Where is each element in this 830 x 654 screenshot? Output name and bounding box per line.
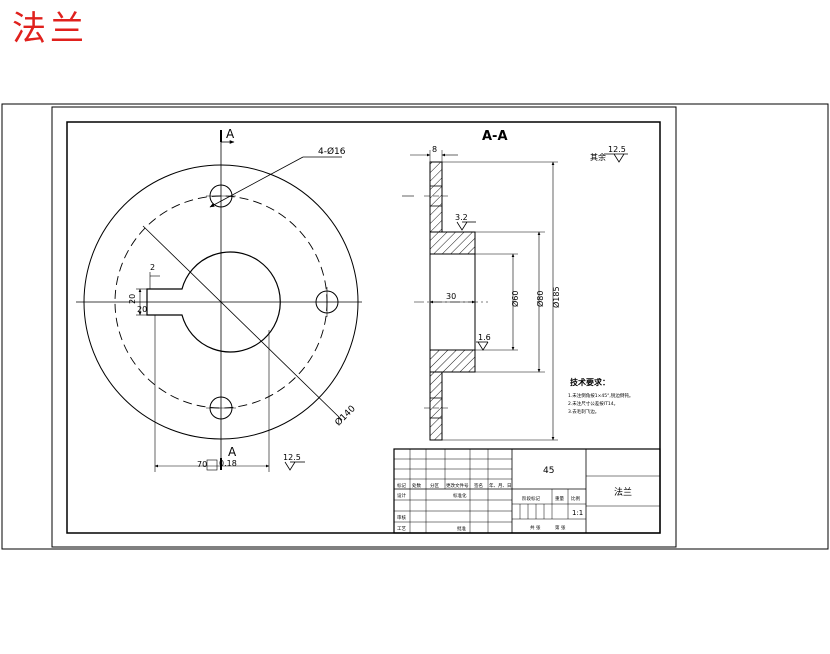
tb-scale-label: 比例 — [571, 495, 580, 502]
title-block — [393, 448, 661, 534]
roughness-other-label: 其余 — [590, 152, 606, 162]
tech-req-item-1: 1.未注倒角按1×45°,锐边倒钝。 — [568, 392, 633, 399]
tb-sheet-no: 第 张 — [555, 524, 566, 531]
flange-section-upper — [429, 161, 443, 233]
roughness-bore: 1.6 — [478, 333, 491, 342]
tb-row-process: 工艺 — [397, 526, 406, 532]
bore-dim: Ø60 — [510, 291, 520, 307]
tb-header-count: 处数 — [412, 482, 421, 489]
hub-section-lower — [429, 349, 476, 373]
page-title: 法兰 — [12, 9, 88, 49]
tb-standardization: 标准化 — [453, 492, 467, 499]
keyway-dim: 20 — [137, 305, 147, 314]
tb-header-sign: 签名 — [474, 482, 483, 489]
flange-section-lower — [429, 371, 443, 441]
tb-sheets-total: 共 张 — [530, 524, 541, 531]
tb-scale: 1:1 — [572, 509, 583, 517]
section-view — [402, 150, 628, 441]
tech-req-item-2: 2.未注尺寸公差按IT14。 — [568, 400, 618, 407]
section-label-bottom: A — [228, 445, 237, 459]
roughness-other: 12.5 — [608, 145, 626, 154]
sheet-border — [51, 106, 677, 548]
outer-dia-dim: Ø185 — [551, 286, 561, 308]
tb-approval: 批准 — [457, 525, 466, 532]
hole-count-dim: 4-Ø16 — [318, 146, 346, 157]
viewer-frame — [1, 103, 829, 550]
key-width-dim: 20 — [128, 294, 137, 304]
tb-part-name: 法兰 — [614, 486, 632, 498]
key-depth-dim: 2 — [150, 263, 155, 272]
front-view — [76, 130, 362, 472]
roughness-base: 12.5 — [283, 453, 301, 462]
hub-section-upper — [429, 231, 476, 255]
drawing-frame — [66, 121, 661, 534]
tb-stage-label: 阶段标记 — [522, 495, 540, 502]
tb-material: 45 — [543, 466, 554, 476]
tb-row-review: 审核 — [397, 514, 406, 521]
outer-circle — [83, 164, 359, 440]
tech-req-title: 技术要求： — [570, 377, 610, 387]
tolerance-value: 0.18 — [219, 459, 237, 468]
tb-header-zone: 分区 — [430, 482, 439, 489]
tb-header-date: 年、月、日 — [489, 482, 512, 489]
tb-header-mark: 标记 — [397, 482, 406, 489]
tolerance-label: 70 — [197, 460, 207, 469]
tech-req-item-3: 3.去毛刺飞边。 — [568, 408, 599, 415]
hole-leader — [209, 156, 304, 208]
roughness-face: 3.2 — [455, 213, 468, 222]
section-view-title: A-A — [482, 129, 508, 144]
hub-depth-dim: 30 — [446, 292, 456, 301]
bore-with-keyway — [146, 251, 281, 353]
pcd-leader — [142, 225, 343, 421]
tb-row-design: 设计 — [397, 492, 406, 499]
pcd-dim: Ø140 — [333, 403, 358, 428]
tb-header-change-doc: 更改文件号 — [446, 482, 469, 489]
hub-dia-dim: Ø80 — [535, 291, 545, 307]
tb-weight-label: 重量 — [555, 495, 564, 502]
thickness-dim: 8 — [432, 145, 437, 154]
section-label-top: A — [226, 127, 235, 141]
